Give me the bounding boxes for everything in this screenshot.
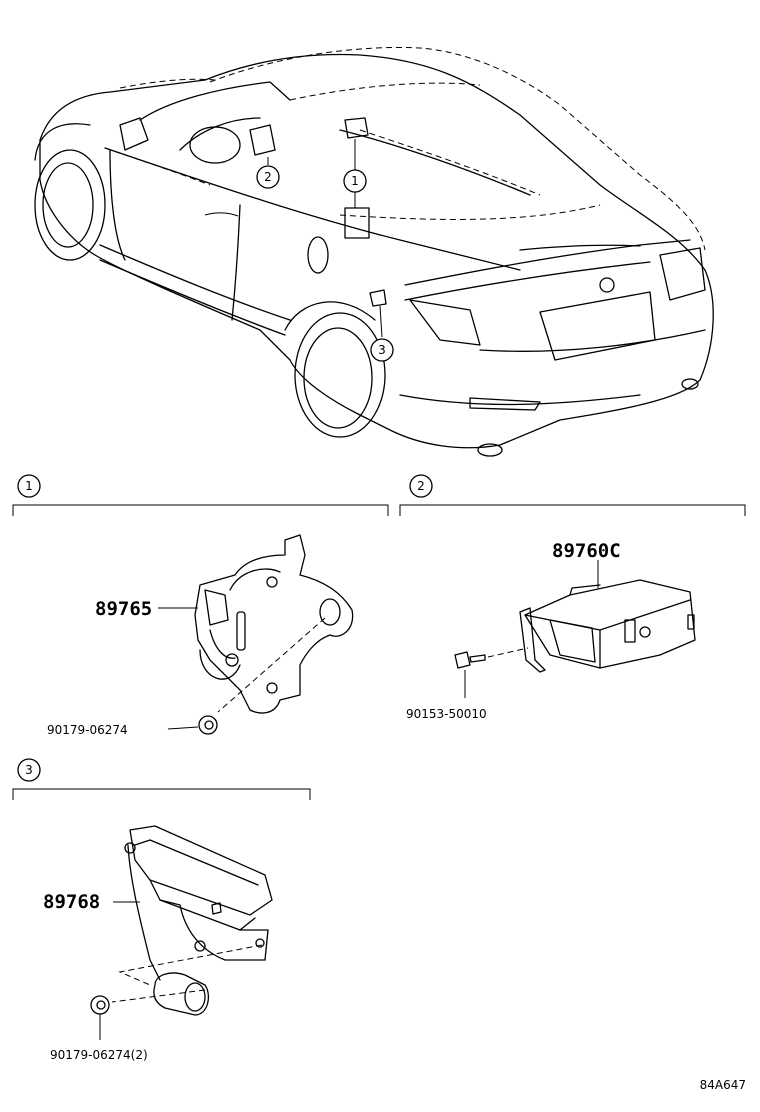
bolt-90153-50010 bbox=[454, 651, 486, 669]
section-2-bracket bbox=[399, 504, 746, 516]
module-89760c bbox=[519, 579, 696, 673]
svg-text:2: 2 bbox=[417, 479, 425, 493]
section-2: 2 89760C 90153-50010 bbox=[399, 474, 746, 721]
nut-90179-06274 bbox=[198, 715, 218, 735]
part-label-90153-50010: 90153-50010 bbox=[406, 707, 487, 721]
part-label-89765: 89765 bbox=[95, 598, 152, 620]
callout-2: 2 bbox=[256, 165, 280, 189]
section-3-number: 3 bbox=[17, 758, 41, 782]
car-illustration bbox=[34, 47, 714, 457]
section-3: 3 89768 90179-06274(2) bbox=[12, 758, 311, 1062]
sensor-bracket-89765 bbox=[194, 534, 354, 714]
svg-text:1: 1 bbox=[351, 174, 359, 188]
part-label-90179-06274: 90179-06274 bbox=[47, 723, 128, 737]
diagram-code: 84A647 bbox=[700, 1078, 746, 1092]
section-3-bracket bbox=[12, 788, 311, 800]
callout-1: 1 bbox=[343, 169, 367, 193]
svg-text:3: 3 bbox=[378, 343, 386, 357]
part-label-89768: 89768 bbox=[43, 891, 100, 913]
svg-text:2: 2 bbox=[264, 170, 272, 184]
nut-90179-06274-x2 bbox=[90, 995, 110, 1015]
svg-text:1: 1 bbox=[25, 479, 33, 493]
part-label-89760c: 89760C bbox=[552, 540, 621, 562]
part-label-90179-06274-2: 90179-06274(2) bbox=[50, 1048, 148, 1062]
section-1-number: 1 bbox=[17, 474, 41, 498]
sensor-89768 bbox=[124, 825, 273, 1016]
section-1: 1 89765 90179-06274 bbox=[12, 474, 389, 737]
section-2-number: 2 bbox=[409, 474, 433, 498]
section-1-bracket bbox=[12, 504, 389, 516]
callout-3: 3 bbox=[370, 338, 394, 362]
svg-text:3: 3 bbox=[25, 763, 33, 777]
